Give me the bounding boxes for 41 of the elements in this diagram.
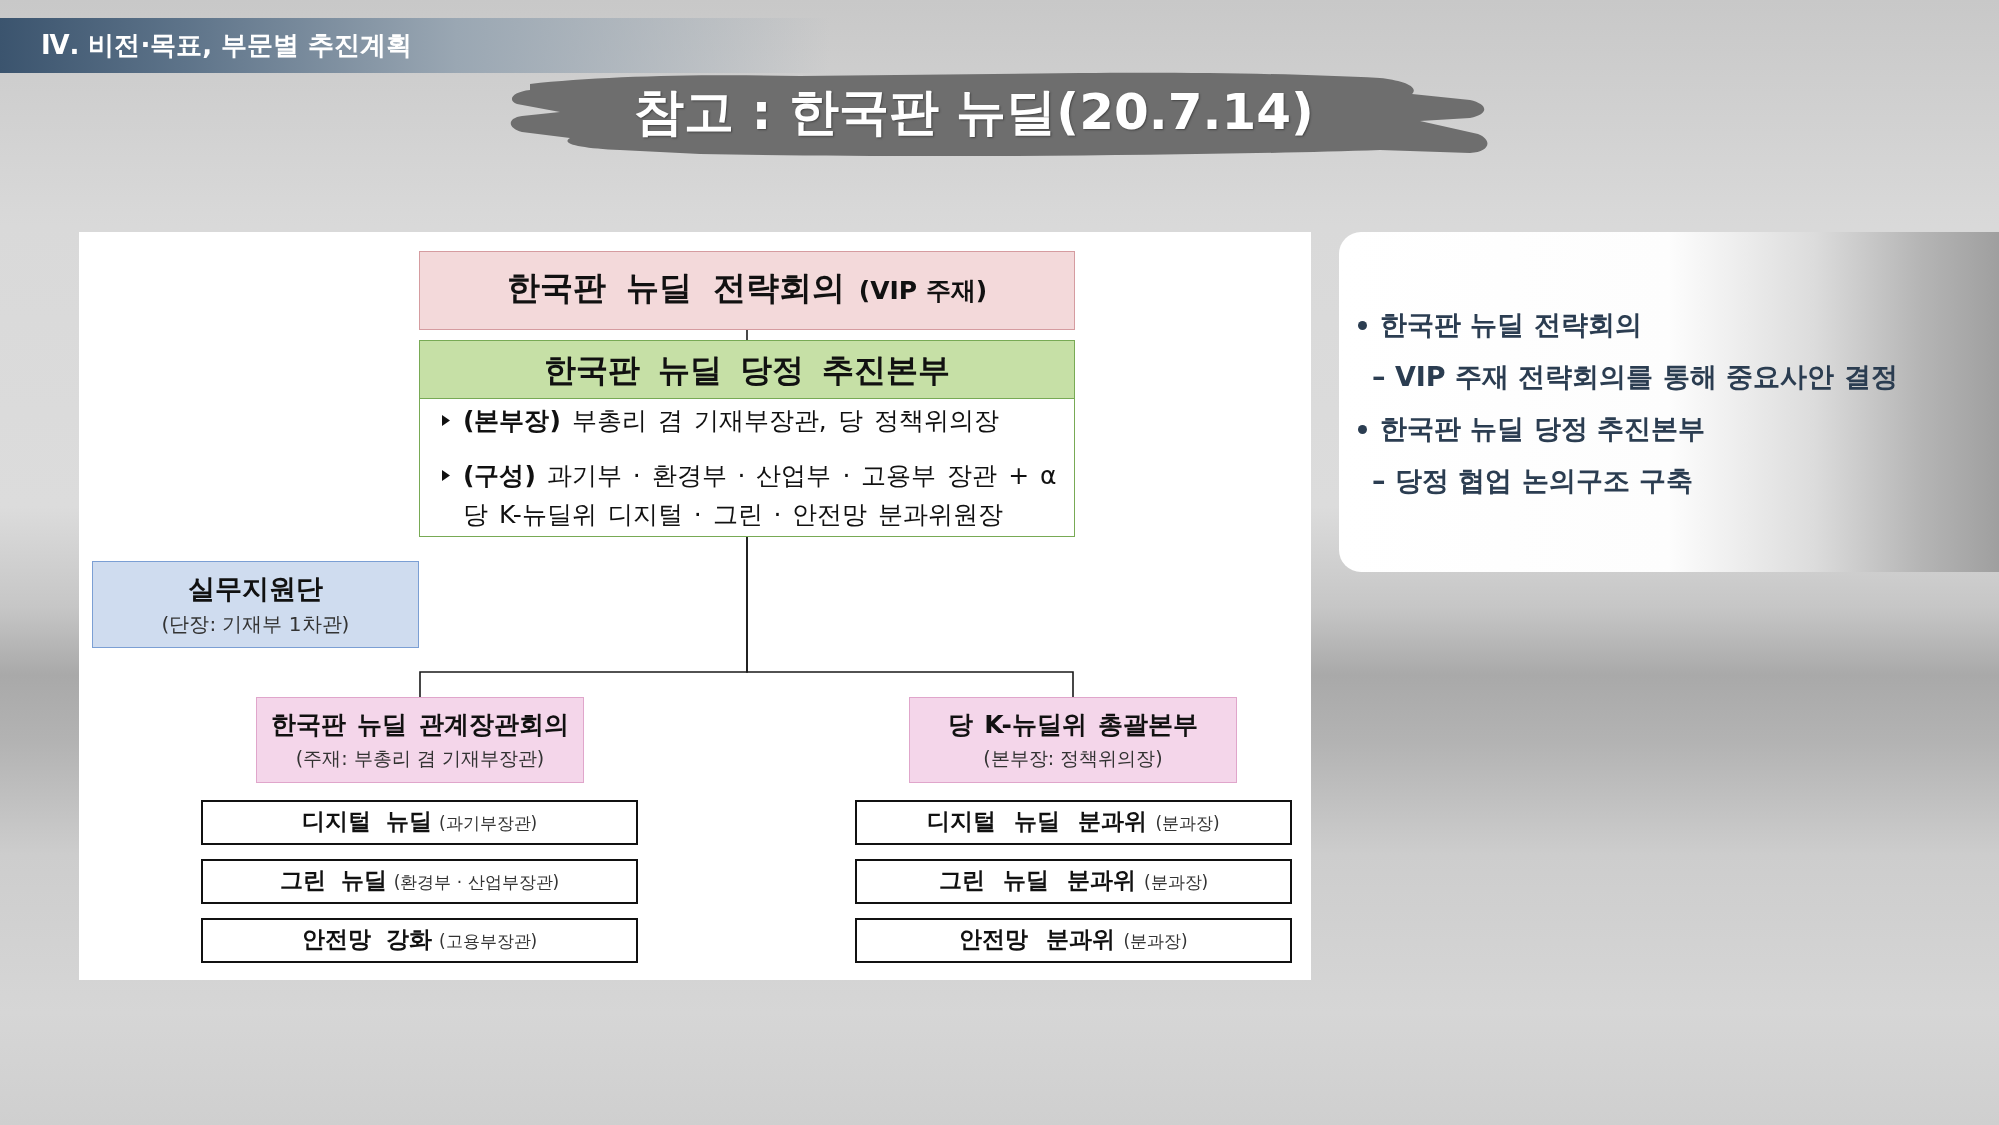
- bullet-text: 한국판 뉴딜 전략회의: [1380, 308, 1642, 342]
- org-box: [201, 859, 638, 904]
- unit-note: (VIP 주재): [858, 276, 988, 305]
- unit-title: 한국판 뉴딜 관계장관회의: [270, 708, 570, 741]
- org-box: [256, 697, 584, 783]
- unit-title: 그린 뉴딜 분과위: [938, 867, 1136, 893]
- heading-band: 한국판 뉴딜 당정 추진본부: [420, 341, 1074, 399]
- unit-title: 디지털 뉴딜 분과위: [927, 808, 1148, 834]
- unit-title: 안전망 강화: [301, 926, 432, 952]
- unit-note: (고용부장관): [438, 931, 538, 951]
- unit-title: 한국판 뉴딜 전략회의: [506, 268, 845, 307]
- sub-bullet-text: – VIP 주재 전략회의를 통해 중요사안 결정: [1372, 360, 1898, 394]
- unit-note: (분과장): [1143, 872, 1209, 892]
- unit-note: (주재: 부총리 겸 기재부장관): [295, 745, 545, 771]
- unit-note: (분과장): [1123, 931, 1188, 951]
- org-box: [855, 918, 1292, 963]
- unit-note: (분과장): [1155, 813, 1220, 833]
- unit-title: 그린 뉴딜: [279, 867, 387, 893]
- unit-note: (본부장: 정책위의장): [983, 745, 1163, 771]
- unit-note: (과기부장관): [438, 813, 538, 833]
- org-box: [855, 800, 1292, 845]
- org-box: [419, 340, 1075, 537]
- sub-bullet-text: – 당정 협업 논의구조 구축: [1372, 464, 1694, 498]
- connector-line: [746, 536, 1074, 698]
- unit-note: (단장: 기재부 1차관): [161, 610, 350, 638]
- org-box: [909, 697, 1237, 783]
- org-box: [92, 561, 419, 648]
- bullet-text: (구성) 과기부 · 환경부 · 산업부 · 고용부 장관 + α 당 K-뉴딜위 디지털 · 그린 · 안전망 분과위원장: [463, 460, 1058, 531]
- connector-line: [746, 329, 748, 341]
- unit-title: 안전망 분과위: [959, 926, 1116, 952]
- org-box: [201, 800, 638, 845]
- org-box: [201, 918, 638, 963]
- unit-title: 당 K-뉴딜위 총괄본부: [947, 708, 1199, 741]
- bullet-text: (본부장) 부총리 겸 기재부장관, 당 정책위의장: [463, 405, 1000, 437]
- info-panel: [1339, 232, 1999, 572]
- unit-title: 디지털 뉴딜: [301, 808, 432, 834]
- org-box: [855, 859, 1292, 904]
- org-box: [419, 251, 1075, 330]
- bullet-text: 한국판 뉴딜 당정 추진본부: [1380, 412, 1706, 446]
- unit-title: 실무지원단: [188, 571, 323, 606]
- unit-note: (환경부 · 산업부장관): [393, 872, 560, 892]
